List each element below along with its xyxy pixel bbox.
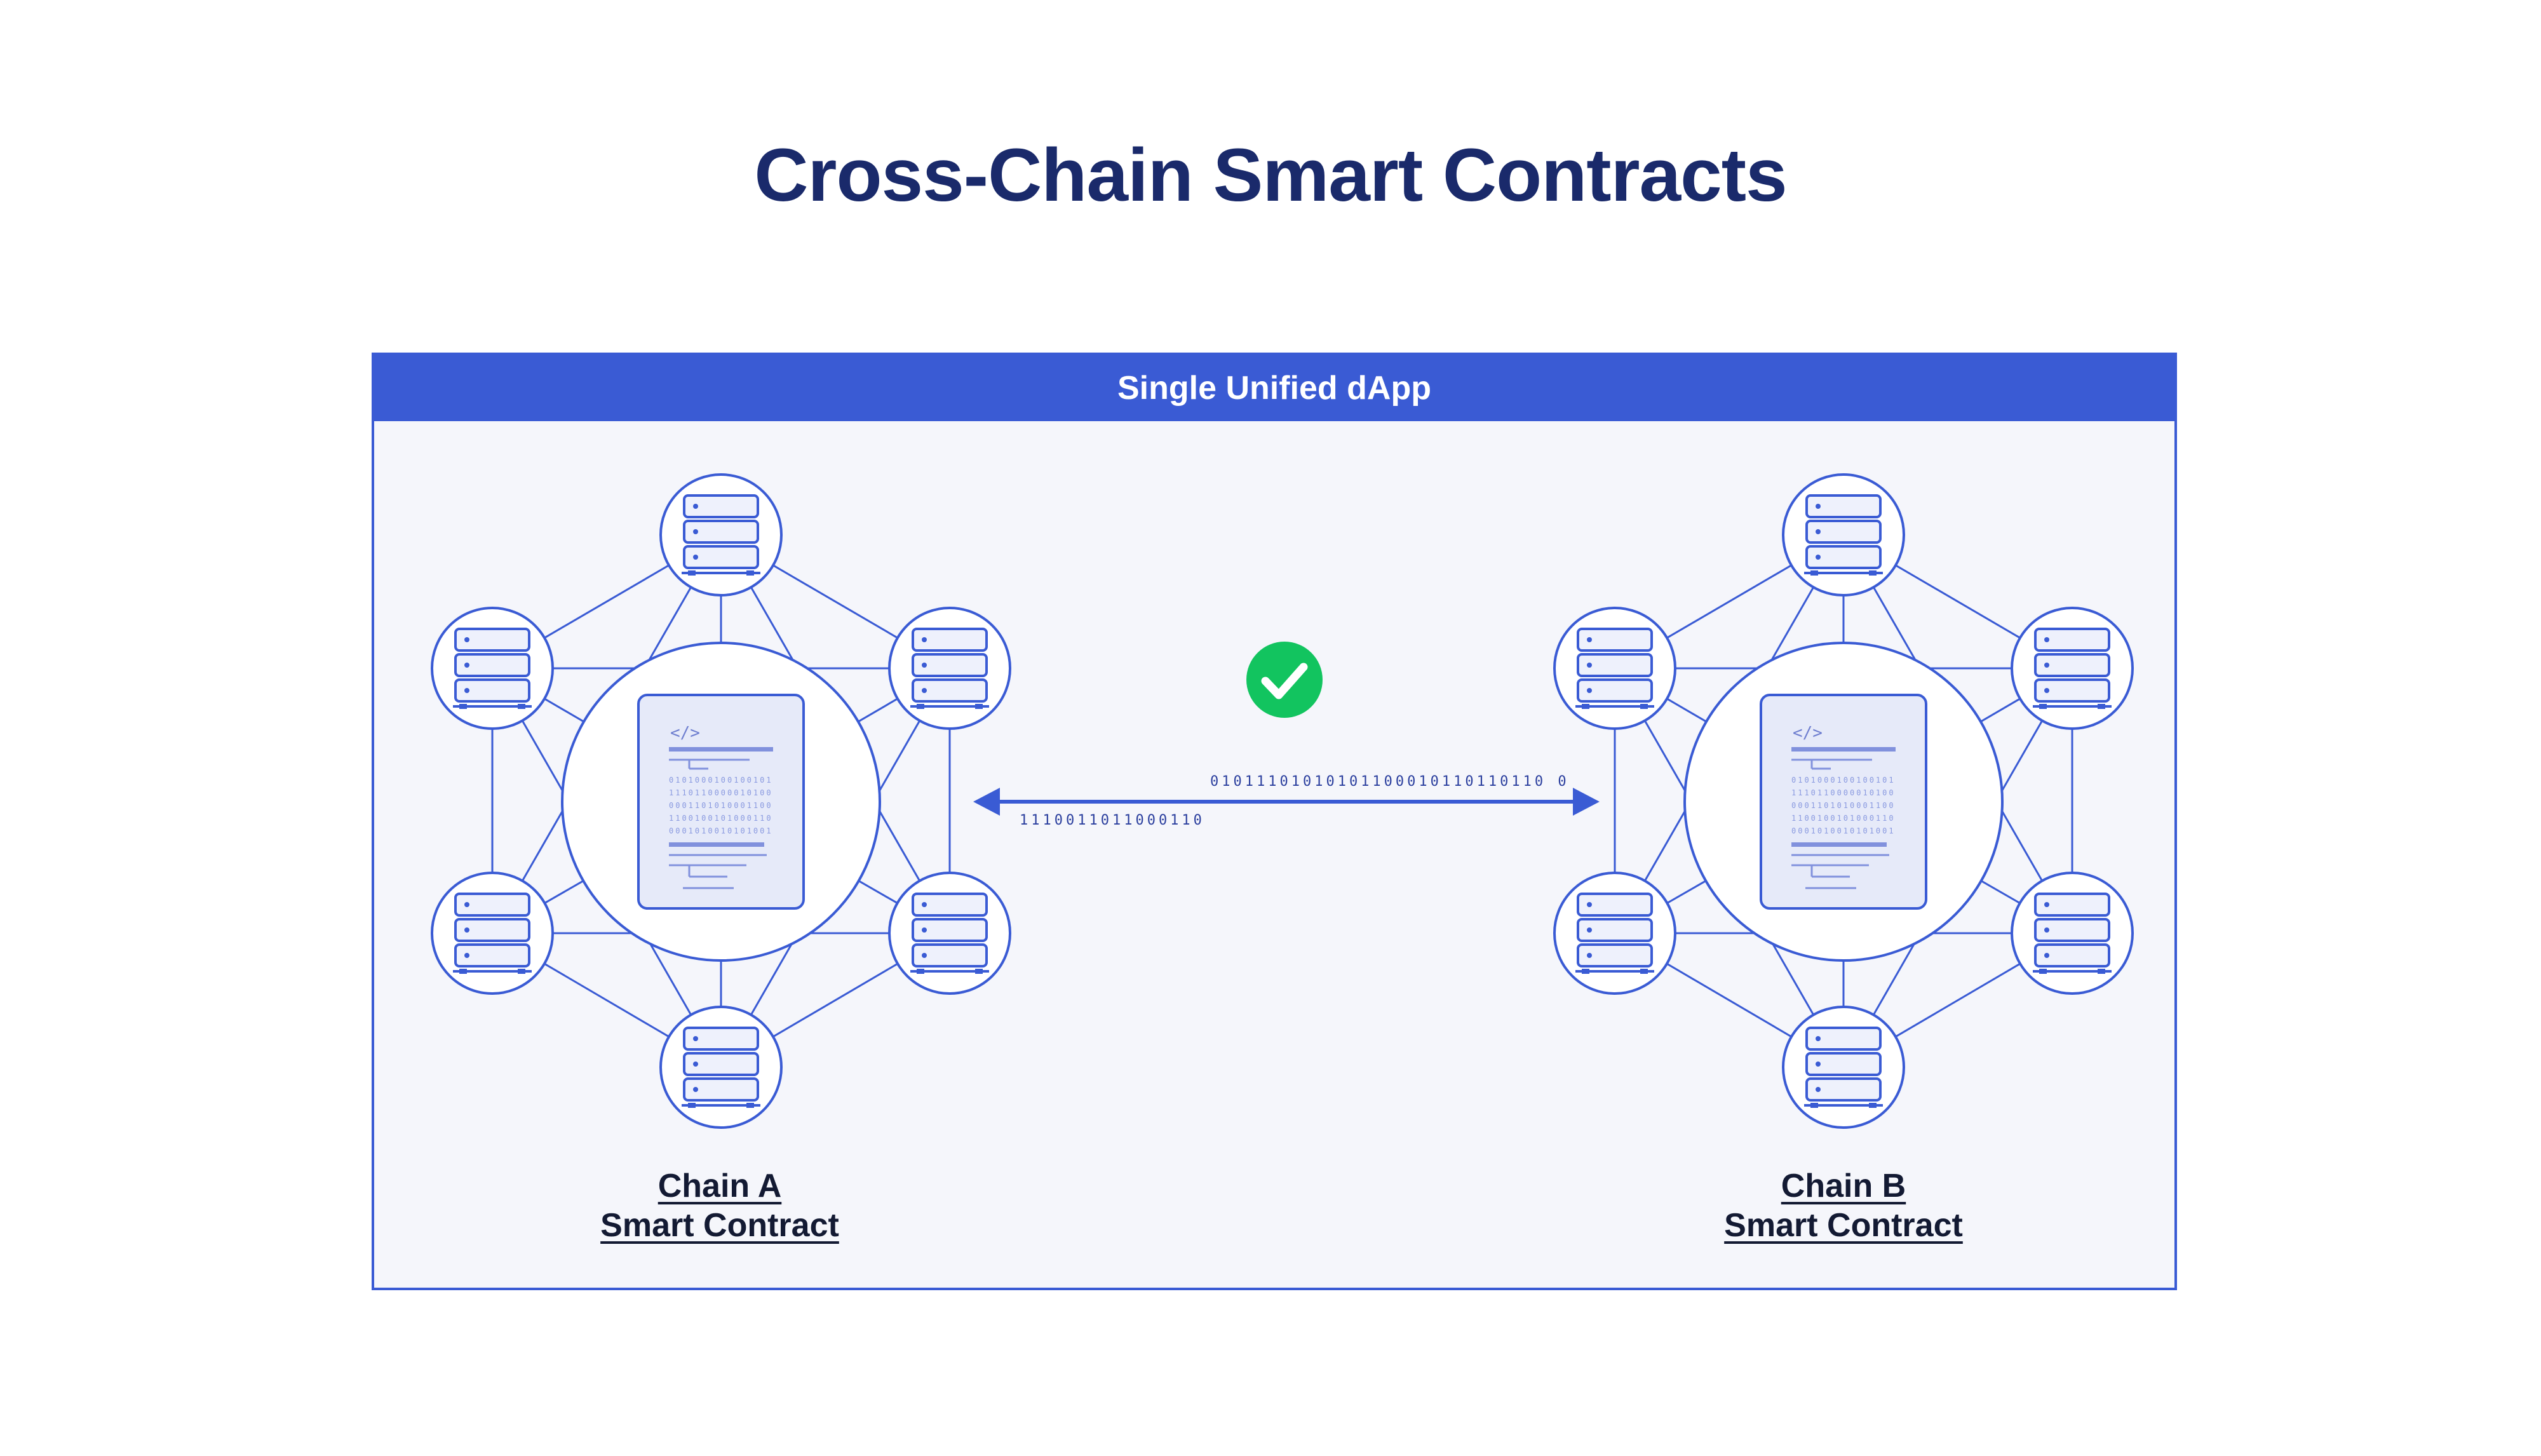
- server-rack-icon: [909, 893, 990, 975]
- chain-a-name: Chain A: [657, 1168, 782, 1204]
- server-rack-icon: [452, 893, 533, 975]
- code-document-icon: [637, 694, 805, 910]
- bits-to-chain-b: 01011101010101100010110110110 0: [1210, 774, 1570, 790]
- chain-a-network: [431, 473, 1011, 1129]
- chain-b-network: [1553, 473, 2134, 1129]
- server-rack-icon: [2032, 893, 2113, 975]
- server-rack-icon: [1574, 628, 1655, 710]
- chain-b-contract-hub: [1683, 642, 2004, 962]
- chain-b-node: [1553, 607, 1676, 730]
- server-rack-icon: [1574, 893, 1655, 975]
- server-rack-icon: [680, 494, 762, 577]
- server-rack-icon: [909, 628, 990, 710]
- transfer-arrow: [973, 788, 1600, 816]
- chain-a-contract-hub: [561, 642, 881, 962]
- bits-to-chain-a: 1110011011000110: [1020, 812, 1205, 828]
- chain-a-node: [659, 473, 783, 597]
- chain-b-label: Chain B Smart Contract: [1621, 1166, 2066, 1245]
- check-circle-icon: [1246, 642, 1323, 718]
- server-rack-icon: [680, 1027, 762, 1109]
- server-rack-icon: [1803, 1027, 1884, 1109]
- panel-header: Single Unified dApp: [374, 355, 2174, 421]
- server-rack-icon: [2032, 628, 2113, 710]
- server-rack-icon: [452, 628, 533, 710]
- server-rack-icon: [1803, 494, 1884, 577]
- page-title: Cross-Chain Smart Contracts: [754, 133, 1787, 217]
- chain-a-node: [888, 607, 1011, 730]
- chain-b-node: [1553, 872, 1676, 995]
- chain-a-node: [659, 1006, 783, 1129]
- chain-b-node: [1782, 473, 1905, 597]
- chain-a-node: [431, 872, 554, 995]
- chain-b-node: [1782, 1006, 1905, 1129]
- chain-b-node: [2011, 607, 2134, 730]
- chain-a-node: [888, 872, 1011, 995]
- chain-a-node: [431, 607, 554, 730]
- chain-a-label: Chain A Smart Contract: [497, 1166, 942, 1245]
- chain-b-subtitle: Smart Contract: [1724, 1207, 1963, 1244]
- code-document-icon: [1760, 694, 1927, 910]
- chain-b-name: Chain B: [1781, 1168, 1906, 1204]
- chain-a-subtitle: Smart Contract: [600, 1207, 839, 1244]
- chain-b-node: [2011, 872, 2134, 995]
